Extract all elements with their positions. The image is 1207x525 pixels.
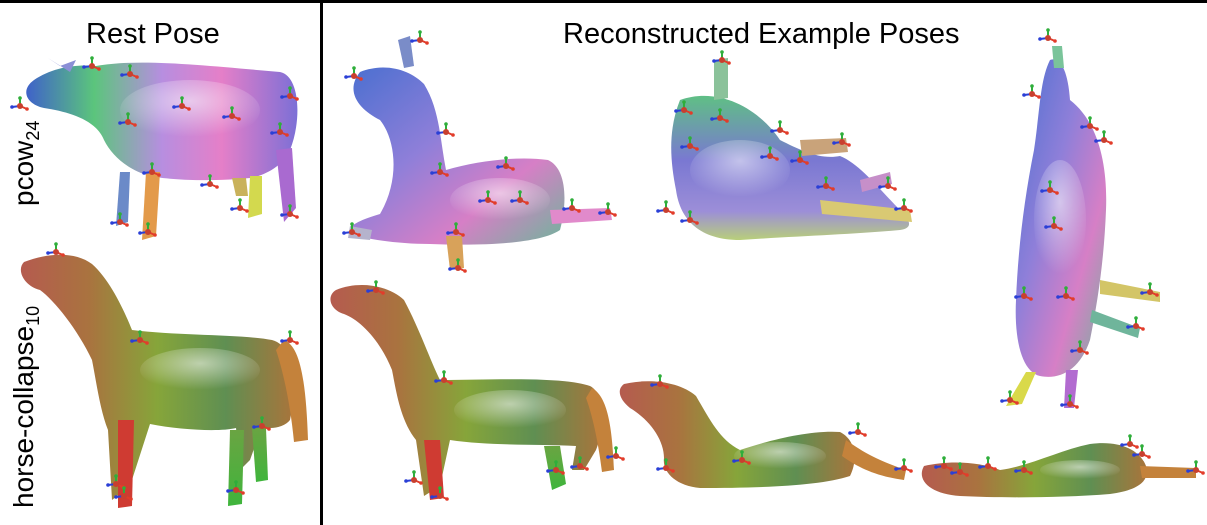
handle-frame-glyph <box>280 330 299 345</box>
handle-frame-glyph <box>436 122 455 137</box>
handle-frame-glyph <box>1094 130 1113 145</box>
handle-frame-glyph <box>366 280 385 295</box>
handle-frame-glyph <box>270 122 289 137</box>
handle-frame-glyph <box>656 200 675 215</box>
handle-frame-glyph <box>142 162 161 177</box>
cow-rest-pose <box>26 58 298 240</box>
handle-frame-glyph <box>894 458 913 473</box>
handle-frame-glyph <box>656 458 675 473</box>
handle-frame-glyph <box>878 176 897 191</box>
handle-frame-glyph <box>1070 340 1089 355</box>
handle-frame-glyph <box>1140 282 1159 297</box>
handle-frame-glyph <box>478 190 497 205</box>
handle-frame-glyph <box>430 162 449 177</box>
reconstructed-poses-title: Reconstructed Example Poses <box>563 18 960 50</box>
horse-pose-3 <box>921 443 1196 498</box>
handle-frame-glyph <box>680 136 699 151</box>
handle-frame-glyph <box>222 106 241 121</box>
horse-pose-2 <box>619 381 906 488</box>
handle-frame-glyph <box>848 422 867 437</box>
handle-frame-glyph <box>816 176 835 191</box>
handle-frame-glyph <box>674 100 693 115</box>
cow-pose-2 <box>671 58 912 241</box>
handle-frame-glyph <box>114 486 133 501</box>
handle-frame-glyph <box>1014 460 1033 475</box>
handle-frame-glyph <box>82 56 101 71</box>
handle-frame-glyph <box>120 64 139 79</box>
horse-pose-1 <box>330 285 614 500</box>
handle-frame-glyph <box>790 150 809 165</box>
handle-frame-glyph <box>280 86 299 101</box>
cow-pose-1 <box>348 36 612 270</box>
handle-frame-glyph <box>430 486 449 501</box>
handle-frames <box>10 28 1205 501</box>
column-divider <box>320 3 323 525</box>
handle-frame-glyph <box>1080 116 1099 131</box>
rest-pose-title: Rest Pose <box>86 18 220 50</box>
horse-rest-pose <box>20 254 308 508</box>
handle-frame-glyph <box>496 156 515 171</box>
handle-frame-glyph <box>832 132 851 147</box>
handle-frame-glyph <box>760 146 779 161</box>
handle-frame-glyph <box>1056 286 1075 301</box>
handle-frame-glyph <box>138 222 157 237</box>
handle-frame-glyph <box>950 462 969 477</box>
handle-frame-glyph <box>712 50 731 65</box>
handle-frame-glyph <box>226 480 245 495</box>
handle-frame-glyph <box>1040 180 1059 195</box>
handle-frame-glyph <box>448 258 467 273</box>
handle-frame-glyph <box>342 222 361 237</box>
handle-frame-glyph <box>410 30 429 45</box>
handle-frame-glyph <box>172 96 191 111</box>
handle-frame-glyph <box>1038 28 1057 43</box>
handle-frame-glyph <box>732 450 751 465</box>
handle-frame-glyph <box>1044 216 1063 231</box>
handle-frame-glyph <box>650 374 669 389</box>
handle-frame-glyph <box>710 108 729 123</box>
handle-frame-glyph <box>934 456 953 471</box>
handle-frame-glyph <box>1014 286 1033 301</box>
handle-frame-glyph <box>562 198 581 213</box>
handle-frame-glyph <box>130 330 149 345</box>
handle-frame-glyph <box>200 174 219 189</box>
handle-frame-glyph <box>434 370 453 385</box>
handle-frame-glyph <box>1132 444 1151 459</box>
handle-frame-glyph <box>1000 390 1019 405</box>
handle-frame-glyph <box>10 96 29 111</box>
handle-frame-glyph <box>1126 316 1145 331</box>
handle-frame-glyph <box>978 456 997 471</box>
handle-frame-glyph <box>770 120 789 135</box>
cow-pose-3 <box>1006 46 1160 408</box>
handle-frame-glyph <box>1060 394 1079 409</box>
handle-frame-glyph <box>252 416 271 431</box>
handle-frame-glyph <box>230 198 249 213</box>
handle-frame-glyph <box>280 204 299 219</box>
handle-frame-glyph <box>546 460 565 475</box>
handle-frame-glyph <box>1186 460 1205 475</box>
handle-frame-glyph <box>110 212 129 227</box>
handle-frame-glyph <box>894 198 913 213</box>
handle-frame-glyph <box>606 446 625 461</box>
handle-frame-glyph <box>118 112 137 127</box>
handle-frame-glyph <box>446 222 465 237</box>
handle-frame-glyph <box>404 470 423 485</box>
handle-frame-glyph <box>344 66 363 81</box>
top-rule <box>0 0 1207 3</box>
handle-frame-glyph <box>510 190 529 205</box>
handle-frame-glyph <box>680 210 699 225</box>
handle-frame-glyph <box>1120 434 1139 449</box>
handle-frame-glyph <box>1022 84 1041 99</box>
handle-frame-glyph <box>598 202 617 217</box>
handle-frame-glyph <box>570 456 589 471</box>
handle-frame-glyph <box>46 242 65 257</box>
